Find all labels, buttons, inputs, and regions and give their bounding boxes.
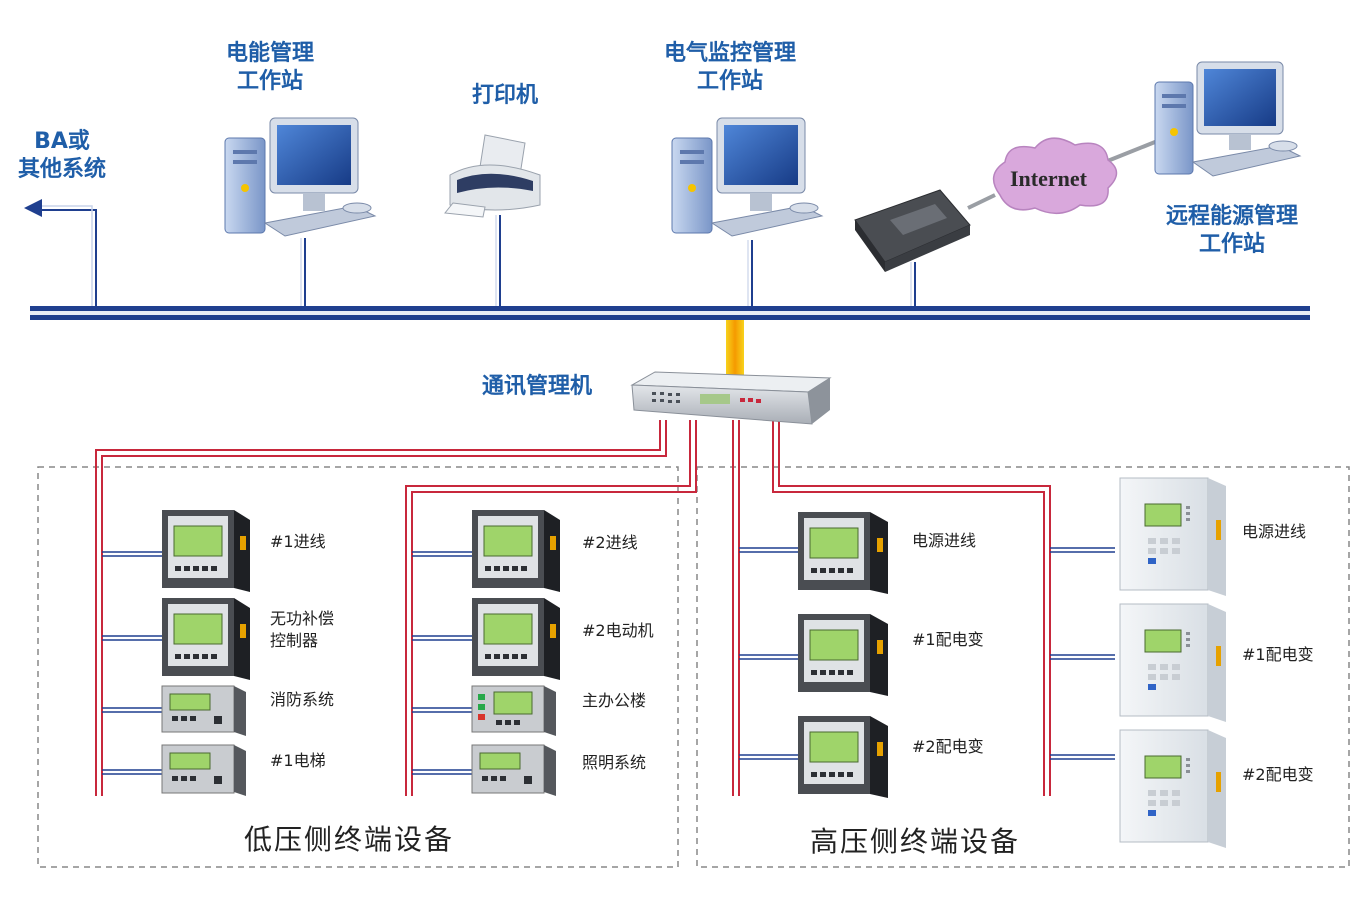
relay-hv-3: [1119, 729, 1226, 848]
meter-lv-2: [162, 598, 250, 680]
label-hv-meter-2: #1配电变: [912, 630, 984, 649]
meter-lv-4: [161, 744, 246, 796]
remote-workstation-computer: [1154, 61, 1302, 177]
meter-hv-1: [798, 512, 888, 594]
meter-lv-3: [161, 685, 246, 736]
label-lv-2: 无功补偿 控制器: [270, 609, 335, 650]
label-lv-5: #2进线: [582, 533, 638, 552]
label-lv-3: 消防系统: [270, 690, 335, 709]
electric-workstation-computer: [671, 117, 824, 237]
low-voltage-region: [37, 466, 679, 868]
meter-lv-1: [162, 510, 250, 592]
label-hv-relay-2: #1配电变: [1242, 645, 1314, 664]
label-hv-relay-1: 电源进线: [1242, 522, 1307, 541]
meter-lv-8: [471, 744, 556, 796]
network-bus: [30, 306, 1310, 320]
label-lv-8: 照明系统: [582, 753, 647, 772]
high-voltage-title: 高压侧终端设备: [810, 825, 1021, 858]
meter-lv-7: [471, 685, 556, 736]
label-lv-6: #2电动机: [582, 621, 654, 640]
comm-uplink: [726, 320, 744, 375]
label-lv-4: #1电梯: [270, 751, 326, 770]
label-ba: BA或 其他系统: [17, 129, 106, 182]
label-hv-meter-1: 电源进线: [912, 531, 977, 550]
meter-hv-2: [798, 614, 888, 696]
field-bus-lines: [95, 420, 1115, 796]
comm-manager-device: [630, 371, 832, 425]
meter-lv-5: [472, 510, 560, 592]
label-energy-workstation: 电能管理 工作站: [225, 41, 314, 94]
internet-cloud: [992, 137, 1118, 214]
high-voltage-region: [696, 466, 1350, 868]
relay-hv-2: [1119, 603, 1226, 722]
relay-hv-1: [1119, 477, 1226, 596]
router-device: [854, 189, 971, 272]
label-internet: Internet: [1010, 166, 1087, 191]
low-voltage-title: 低压侧终端设备: [244, 823, 455, 856]
label-hv-meter-3: #2配电变: [912, 737, 984, 756]
meter-lv-6: [472, 598, 560, 680]
label-printer: 打印机: [471, 83, 538, 108]
label-electric-workstation: 电气监控管理 工作站: [663, 41, 796, 94]
label-lv-7: 主办公楼: [582, 691, 647, 710]
ba-output-arrow: [24, 199, 97, 306]
internet-link-lines: [967, 138, 1161, 210]
label-lv-1: #1进线: [270, 532, 326, 551]
meter-hv-3: [798, 716, 888, 798]
label-comm-manager: 通讯管理机: [481, 374, 592, 399]
energy-workstation-computer: [224, 117, 377, 237]
label-hv-relay-3: #2配电变: [1242, 765, 1314, 784]
printer-device: [444, 134, 541, 218]
label-remote-workstation: 远程能源管理 工作站: [1165, 204, 1298, 257]
bus-drop-lines: [304, 215, 916, 306]
